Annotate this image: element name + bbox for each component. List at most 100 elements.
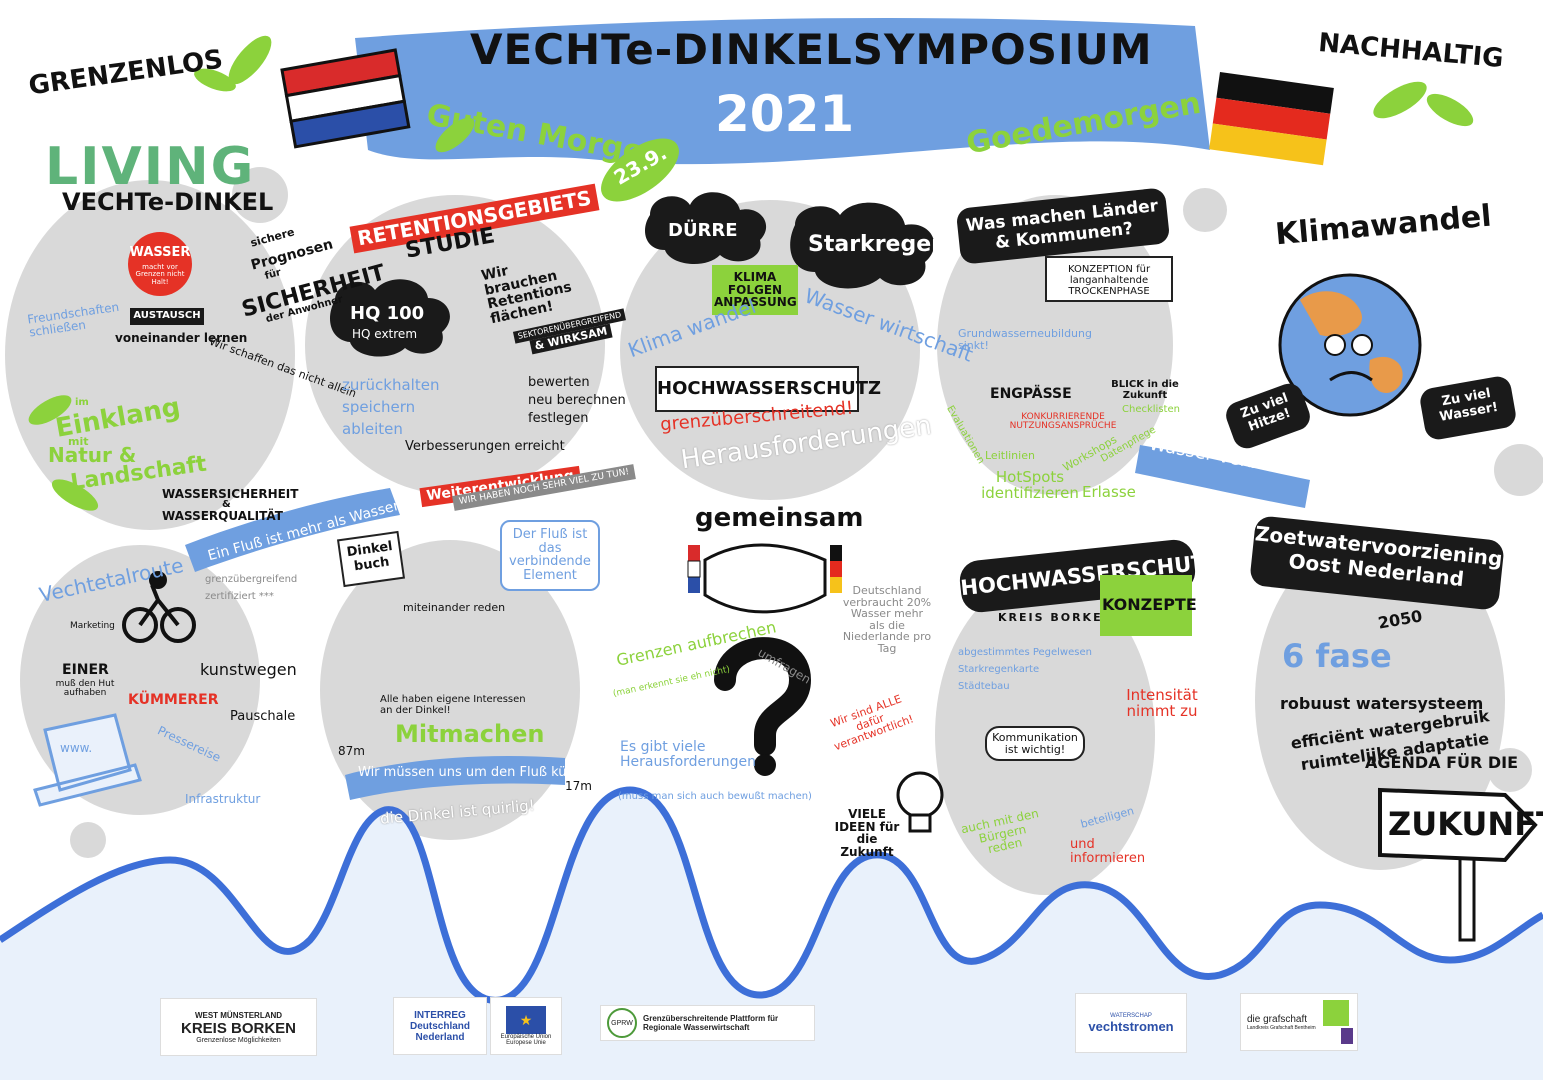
kuemmerer-label: KÜMMERER [128,692,219,708]
wasser-sub: macht vor Grenzen nicht Halt! [135,263,185,286]
logo-kreis-borken-top: WEST MÜNSTERLAND [194,1010,283,1020]
deco-dot [70,822,106,858]
blick-label: BLICK in die Zukunft [1111,379,1179,401]
informieren-label: und informieren [1070,837,1146,866]
infrastruktur-label: Infrastruktur [185,792,261,806]
cloud-hq [330,279,450,357]
checklisten-label: Checklisten [1122,404,1180,415]
ideen-label: VIELE IDEEN für die Zukunft [834,807,900,859]
agenda-label: AGENDA FÜR DIE [1365,753,1519,772]
logo-grafschaft-square-purple [1341,1028,1353,1044]
river-line [0,786,1543,1004]
banner-wasser-verbindet [1135,445,1310,508]
logo-grafschaft-text: die grafschaft Landkreis Grafschaft Bent… [1247,1014,1316,1031]
deutschland-label: Deutschland verbraucht 20% Wasser mehr a… [842,584,932,655]
kommunikation-label: Kommunikation ist wichtig! [985,726,1085,762]
miteinander-label: miteinander reden [403,601,506,614]
cloud-starkregen [790,202,935,289]
height-17m: 17m [565,779,592,793]
natur-label: Natur & [48,443,137,467]
logo-vechtstromen: WATERSCHAP vechtstromen [1075,993,1187,1053]
konkurrierende-label: KONKURRIERENDE NUTZUNGSANSPRÜCHE [1009,412,1117,432]
zertifiziert-label: zertifiziert *** [205,591,274,602]
title-year: 2021 [715,85,855,143]
eu-stars-icon: ★ [506,1006,546,1034]
konzeption-box: KONZEPTION für langanhaltende TROCKENPHA… [1045,256,1173,302]
wasserqualitaet-label: WASSERQUALITÄT [162,509,283,523]
mitmachen-label: Mitmachen [395,720,545,748]
height-87m: 87m [338,744,365,758]
konzepte-label: KONZEPTE [1100,575,1197,636]
logo-grafschaft: die grafschaft Landkreis Grafschaft Bent… [1240,993,1358,1051]
hws-list-1: Starkregenkarte [958,664,1040,675]
logo-grafschaft-main: die grafschaft [1247,1013,1308,1025]
deco-dot [1488,748,1532,792]
logo-eu-text: Europäische Union Europese Unie [500,1034,552,1046]
living-subtitle: VECHTe-DINKEL [62,188,274,216]
lightbulb-icon [896,771,944,833]
page-title: VECHTe-DINKELSYMPOSIUM [470,25,1153,74]
gibt-label: Es gibt viele Herausforderungen [620,739,757,770]
question-mark-dot [754,754,776,776]
pauschale-label: Pauschale [230,709,296,724]
fluss-element-label: Der Fluß ist das verbindende Element [500,520,600,591]
gemeinsam-title: gemeinsam [695,503,864,533]
title-banner [355,17,1210,165]
banner-kuemmern [345,755,565,800]
logo-vechtstromen-top: WATERSCHAP [1110,1012,1152,1019]
interessen-label: Alle haben eigene Interessen an der Dink… [380,694,526,716]
www-label: www. [60,741,93,755]
voneinander-label: voneinander lernen [115,331,248,345]
living-title: LIVING [45,137,256,197]
logo-grafschaft-sub: Landkreis Grafschaft Bentheim [1247,1024,1316,1031]
hws-kreis: KREIS BORKEN [998,611,1114,624]
erlasse-label: Erlasse [1082,483,1136,501]
marketing-label: Marketing [70,621,115,631]
konzeption-1: KONZEPTION für [1067,264,1151,275]
verbesserungen-label: Verbesserungen erreicht [405,439,565,454]
handshake-icon [687,543,842,614]
zukunft-label: ZUKUNFT [1388,805,1543,843]
logo-gprw-mark: GPRW [607,1008,637,1038]
starkregen-label: Starkregen [808,232,947,257]
flag-netherlands [280,48,411,149]
logo-kreis-borken-sub: Grenzenlose Möglichkeiten [196,1036,281,1044]
fase-label: 6 fase [1282,637,1392,675]
bubble-retention [305,195,605,495]
cyclist-icon [122,584,196,643]
cyclist-head [149,571,167,589]
banner-ein-fluss [185,488,400,572]
leaf-icon [28,35,1474,511]
einer-label: EINER [62,662,109,678]
hws-list-2: Städtebau [958,681,1010,692]
zoetwater-item-0: robuust watersysteem [1280,694,1484,713]
laptop-icon [33,713,142,807]
kunstwegen-label: kunstwegen [200,660,297,679]
bewerten-2: festlegen [528,411,589,426]
bubble-zoetwater [1255,530,1505,870]
konzeption-2: langanhaltende TROCKENPHASE [1068,275,1150,297]
hochwasserschutz-center: HOCHWASSERSCHUTZ [655,366,881,412]
duerre-label: DÜRRE [668,220,738,241]
retention-list-2: ableiten [342,420,403,438]
einklang-mit: mit [68,435,89,448]
grenzuebergreifend-label: grenzübergreifend [205,574,298,585]
bewerten-0: bewerten [528,375,590,390]
question-mark-icon [714,637,812,756]
kuemmern-label: Wir müssen uns um den Fluß kümmern [358,765,614,780]
cloud-duerre [645,192,767,265]
logo-eu: ★ Europäische Union Europese Unie [490,997,562,1055]
flag-germany [1209,72,1334,166]
wasser-circle [128,232,192,296]
hqextrem-label: HQ extrem [352,327,418,341]
earth-globe-icon [1278,273,1422,417]
dinkelbuch-label: Dinkel buch [336,530,406,588]
grundwasser-label: Grundwasserneubildung sinkt! [958,327,1092,352]
leitlinien-label: Leitlinien [985,449,1035,462]
bubble-living [5,180,295,530]
logo-gprw-text: Grenzüberschreitende Plattform für Regio… [643,1014,779,1032]
deco-dot [1183,188,1227,232]
signpost-icon [1378,787,1538,942]
logo-vechtstromen-main: vechtstromen [1088,1018,1174,1034]
